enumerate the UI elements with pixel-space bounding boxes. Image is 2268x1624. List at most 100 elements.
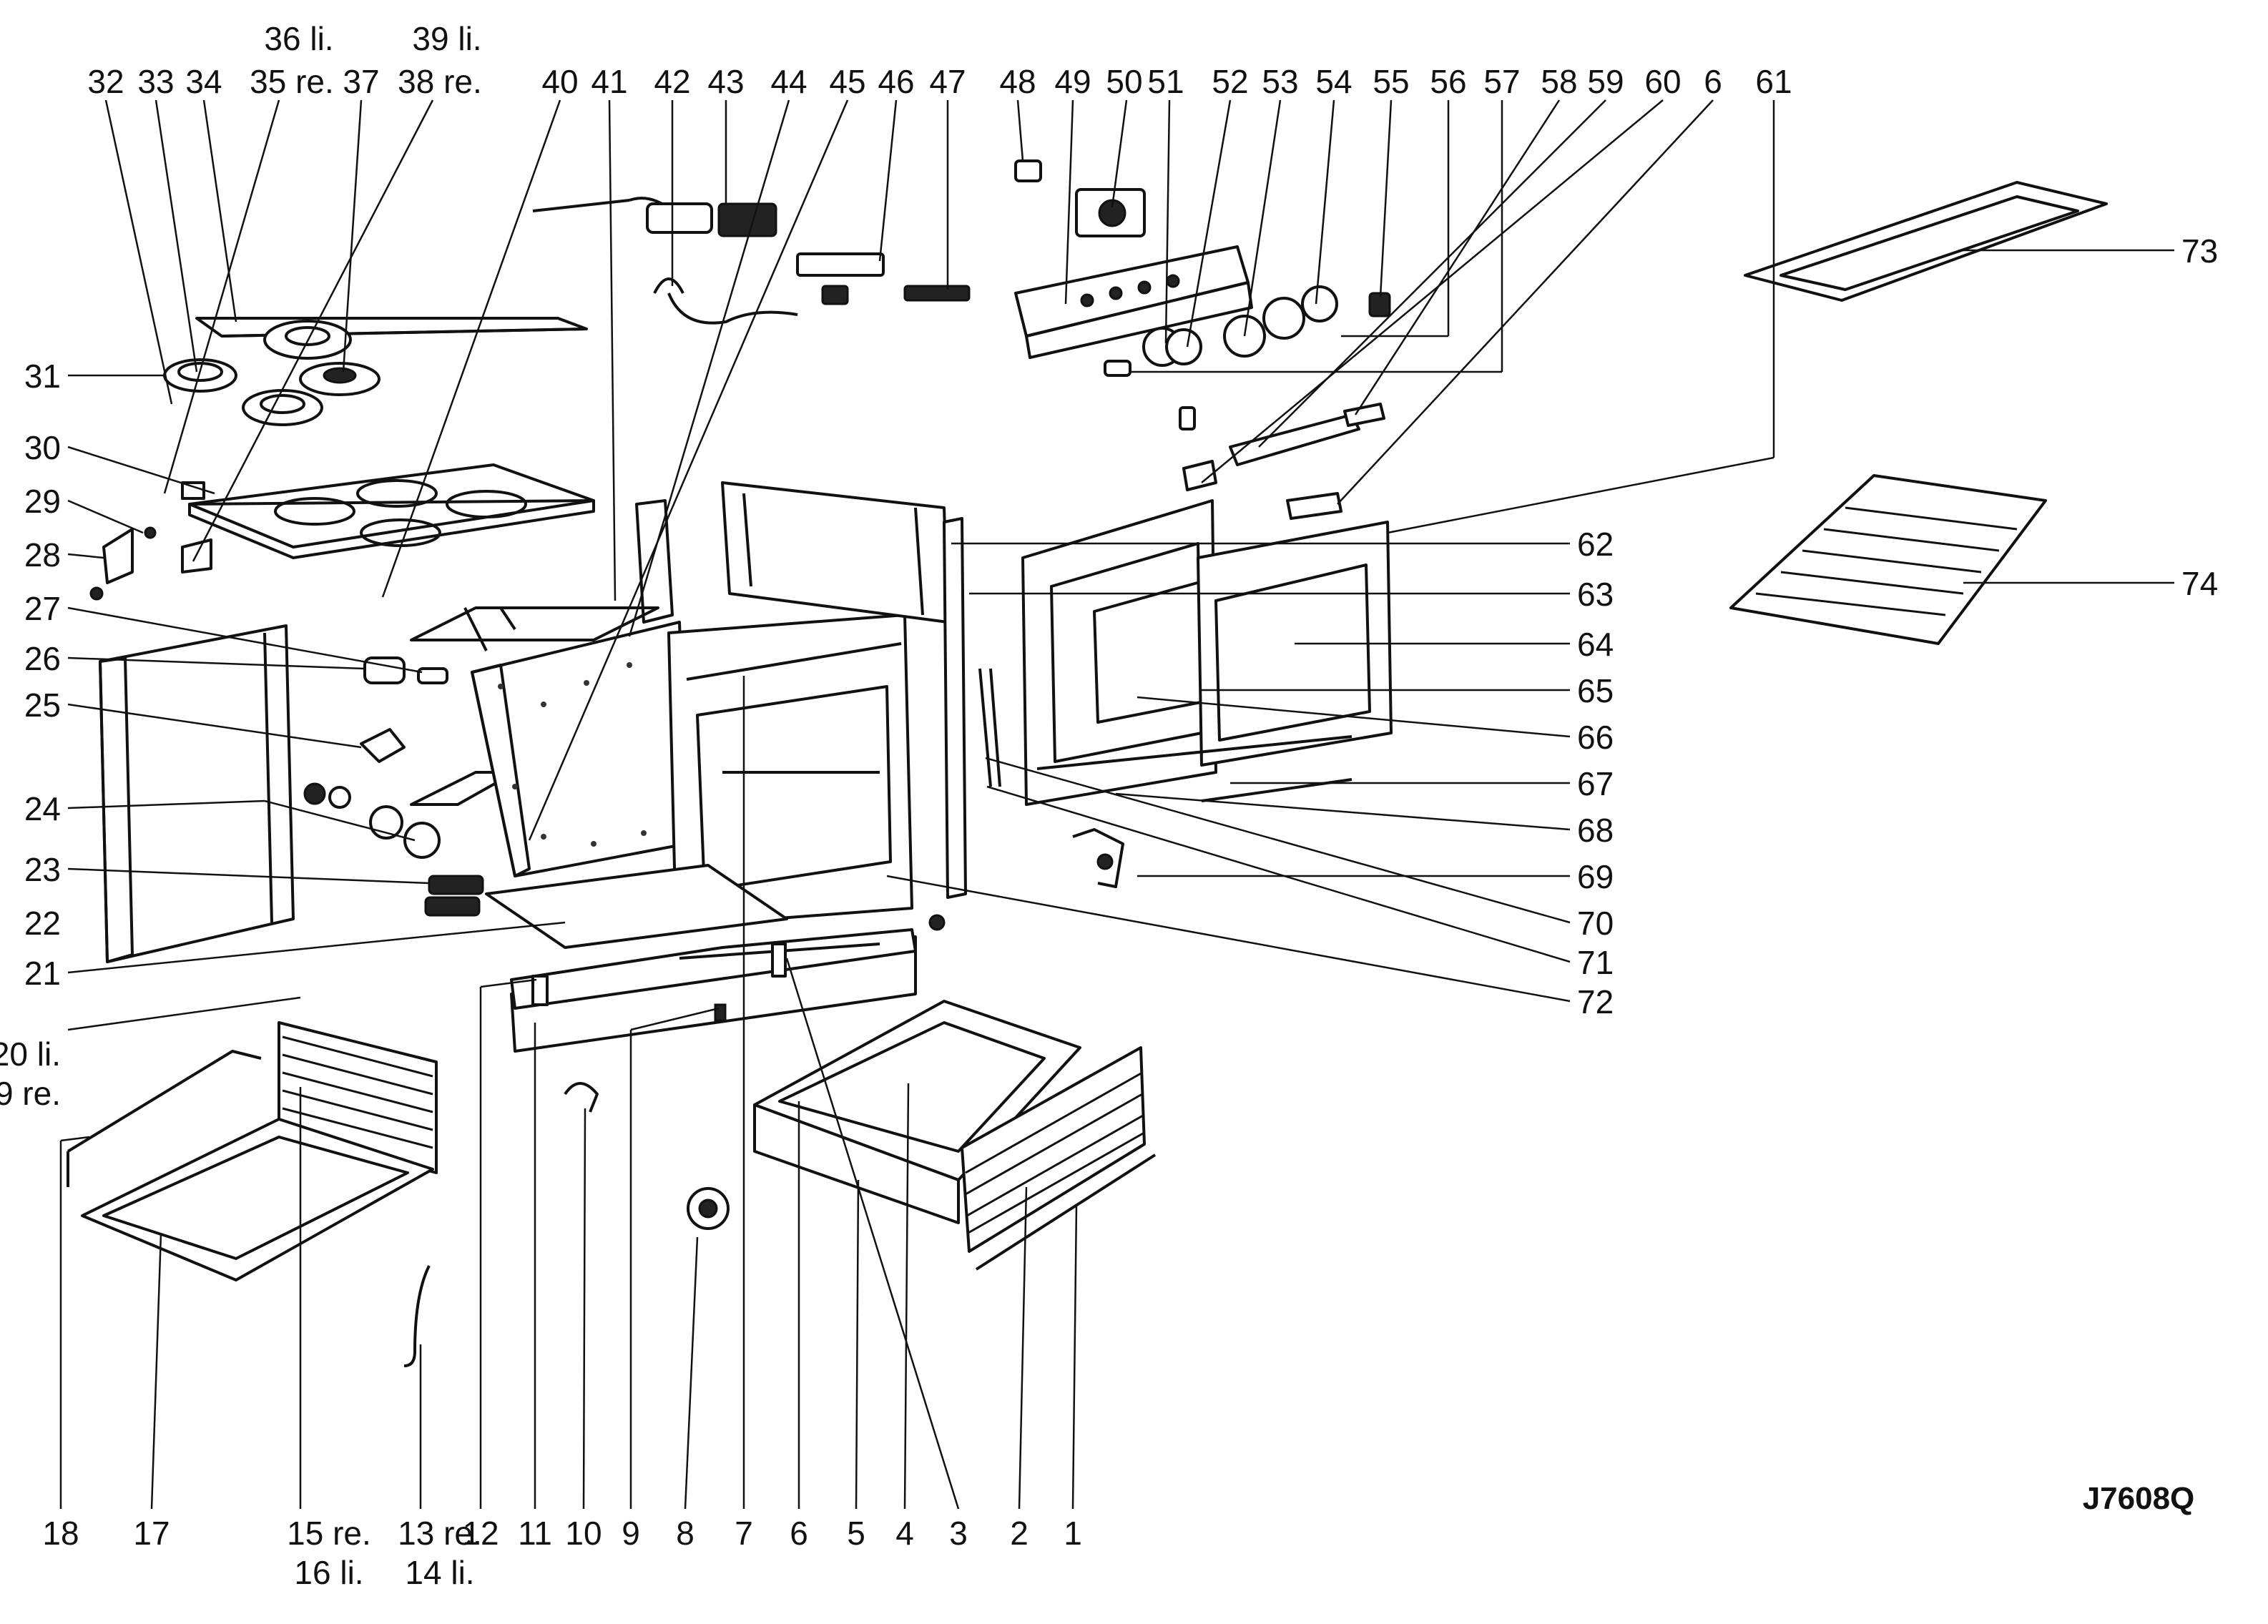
- callout-label: 37: [343, 63, 379, 100]
- callout-label: 61: [1755, 63, 1792, 100]
- callout-label: 58: [1541, 63, 1577, 100]
- appliance-parts-drawing: [67, 159, 2108, 1367]
- callout-label: 39 li.: [412, 20, 481, 57]
- callout-label: 68: [1577, 812, 1614, 849]
- callout-label: 66: [1577, 719, 1614, 756]
- small-parts-left: [89, 526, 157, 601]
- callout-label: 65: [1577, 672, 1614, 709]
- callout-label: 73: [2181, 232, 2218, 270]
- callout-label: 12: [462, 1515, 499, 1552]
- callout-label: 32: [87, 63, 124, 100]
- drawer-front: [961, 1046, 1157, 1271]
- control-panel: [1014, 245, 1391, 377]
- oven-back-panel: [635, 481, 949, 624]
- callout-label: 21: [24, 955, 61, 992]
- callout-label: 45: [829, 63, 865, 100]
- small-hardware: [531, 914, 946, 1230]
- callout-label: 13 re.: [398, 1515, 482, 1552]
- callout-label: 50: [1106, 63, 1142, 100]
- callout-label: 22: [24, 905, 61, 942]
- callout-label: 53: [1262, 63, 1298, 100]
- callout-label: 17: [133, 1515, 170, 1552]
- callout-label: 38 re.: [398, 63, 482, 100]
- callout-numbers-left: 31 30 29 28 27 26 25 24 23 22 21 20 li.19 re.: [0, 358, 61, 1112]
- callout-label: 70: [1577, 905, 1614, 942]
- callout-label: 28: [24, 536, 61, 574]
- callout-label: 44: [770, 63, 807, 100]
- callout-label: 25: [24, 686, 61, 724]
- callout-label: 18: [42, 1515, 79, 1552]
- callout-label: 60: [1644, 63, 1681, 100]
- callout-label: 23: [24, 851, 61, 888]
- oven-front-frame: [667, 614, 913, 927]
- callout-label: 11: [518, 1515, 552, 1552]
- side-rails: [943, 517, 1001, 899]
- callout-label: 4: [895, 1515, 914, 1552]
- callout-label: 33: [137, 63, 174, 100]
- callout-label: 1: [1064, 1515, 1082, 1552]
- callout-label: 69: [1577, 858, 1614, 895]
- callout-label: 5: [847, 1515, 865, 1552]
- callout-label: 20 li.: [0, 1035, 61, 1073]
- wiring-harness-top: [532, 197, 777, 237]
- baking-sheet: [1729, 474, 2047, 645]
- callout-label: 47: [929, 63, 966, 100]
- callout-label: 29: [24, 483, 61, 520]
- callout-label: 14 li.: [405, 1554, 474, 1591]
- door-hinge: [1072, 828, 1124, 888]
- callout-label: 41: [591, 63, 627, 100]
- callout-label: 72: [1577, 983, 1614, 1020]
- callout-label: 6: [1704, 63, 1722, 100]
- leader-lines: [59, 99, 2174, 1510]
- callout-label: 36 li.: [264, 20, 333, 57]
- callout-label: 15 re.: [287, 1515, 371, 1552]
- callout-label: 16 li.: [294, 1554, 363, 1591]
- callout-label: 62: [1577, 526, 1614, 563]
- callout-label: 7: [735, 1515, 753, 1552]
- callout-label: 42: [654, 63, 690, 100]
- callout-label: 26: [24, 640, 61, 677]
- callout-label: 64: [1577, 626, 1614, 663]
- callout-label: 52: [1212, 63, 1248, 100]
- side-panel-22: [99, 624, 295, 963]
- callout-label: 63: [1577, 576, 1614, 613]
- callout-label: 35 re.: [250, 63, 334, 100]
- callout-label: 34: [185, 63, 222, 100]
- cooktop-cover-34: [195, 317, 588, 338]
- callout-label: 24: [24, 790, 61, 827]
- wire-rack-and-pan: [67, 1021, 438, 1367]
- callout-label: 27: [24, 590, 61, 627]
- insulation-texture: [498, 662, 647, 847]
- callout-label: 31: [24, 358, 61, 395]
- callout-label: 46: [878, 63, 914, 100]
- callout-label: 55: [1373, 63, 1409, 100]
- callout-label: 57: [1483, 63, 1520, 100]
- callout-label: 54: [1315, 63, 1352, 100]
- callout-label: 49: [1054, 63, 1091, 100]
- callout-label: 9: [622, 1515, 640, 1552]
- callout-label: 30: [24, 429, 61, 466]
- callout-label: 8: [676, 1515, 694, 1552]
- callout-label: 48: [999, 63, 1036, 100]
- door-handle-parts: [1179, 403, 1385, 520]
- base-frame: [485, 864, 917, 1053]
- callout-label: 59: [1587, 63, 1624, 100]
- callout-label: 3: [949, 1515, 968, 1552]
- callout-label: 67: [1577, 765, 1614, 802]
- knobs-and-switches: [303, 656, 484, 917]
- callout-label: 56: [1430, 63, 1466, 100]
- oven-door: [1021, 499, 1393, 806]
- baking-tray: [1744, 181, 2108, 302]
- timer-and-switches: [653, 159, 1146, 325]
- drawing-code: J7608Q: [2083, 1481, 2195, 1516]
- callout-label: 19 re.: [0, 1075, 61, 1112]
- callout-label: 6: [790, 1515, 808, 1552]
- oven-muffle: [471, 621, 688, 877]
- callout-label: 2: [1010, 1515, 1029, 1552]
- callout-label: 40: [541, 63, 578, 100]
- callout-label: 51: [1147, 63, 1184, 100]
